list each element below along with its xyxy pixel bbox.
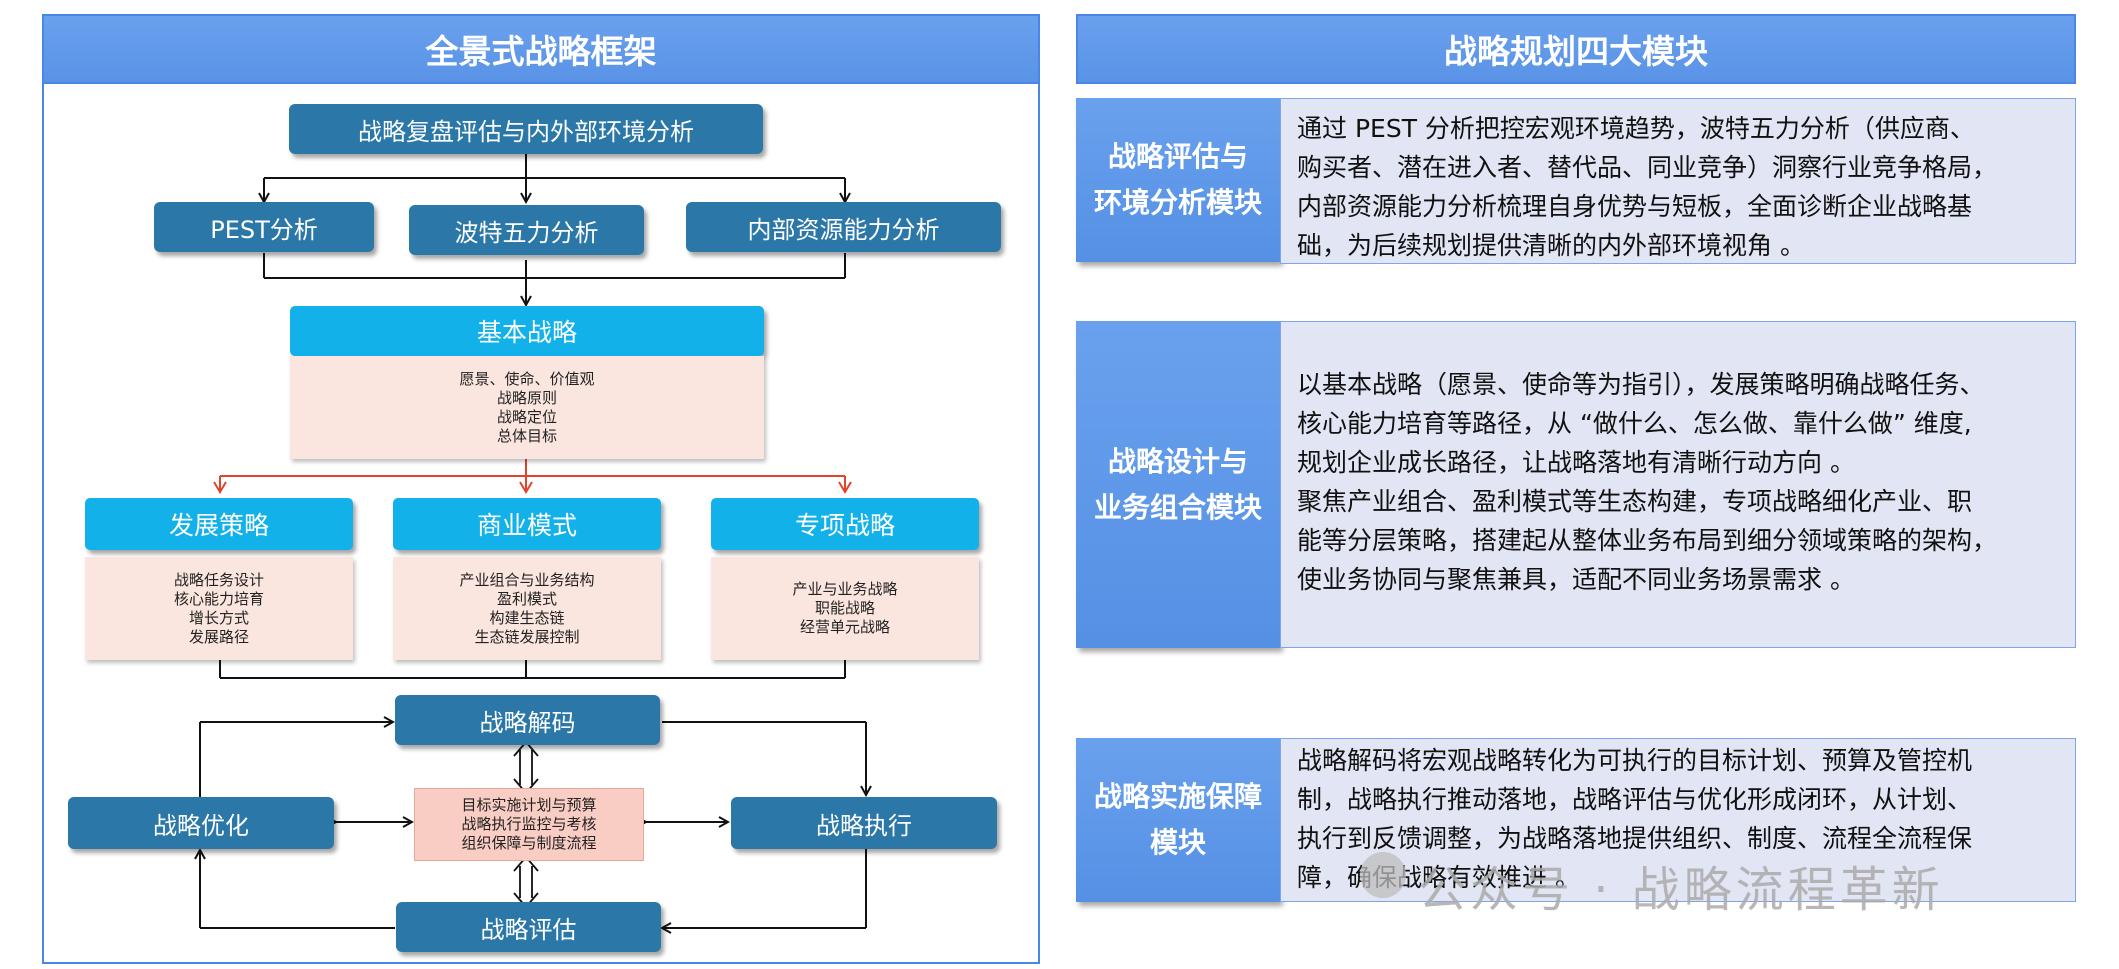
module-text-line: 购买者、潜在进入者、替代品、同业竞争）洞察行业竞争格局，	[1297, 153, 1998, 182]
module-text-line: 础，为后续规划提供清晰的内外部环境视角 。	[1297, 231, 1805, 260]
internal-resources-box: 内部资源能力分析	[686, 202, 1001, 252]
module-text-line: 通过 PEST 分析把控宏观环境趋势，波特五力分析（供应商、	[1297, 114, 1975, 143]
strategy-item: 盈利模式	[496, 589, 557, 608]
strategy-item: 发展路径	[188, 627, 249, 646]
business-model-header: 商业模式	[393, 498, 661, 550]
module-text-line: 障，确保战略有效推进 。	[1297, 863, 1580, 892]
basic-item: 战略定位	[496, 407, 557, 426]
pest-analysis-box: PEST分析	[154, 202, 374, 252]
modules-title: 战略规划四大模块	[1076, 14, 2076, 84]
special-strategy-header: 专项战略	[711, 498, 979, 550]
strategy-item: 生态链发展控制	[474, 627, 580, 646]
module-text-line: 聚焦产业组合、盈利模式等生态构建，专项战略细化产业、职	[1297, 487, 1973, 516]
module-text-line: 以基本战略（愿景、使命等为指引），发展策略明确战略任务、	[1297, 370, 1985, 399]
development-strategy-content: 战略任务设计 核心能力培育 增长方式 发展路径	[85, 557, 353, 660]
module-text-design: 以基本战略（愿景、使命等为指引），发展策略明确战略任务、 核心能力培育等路径，从…	[1280, 321, 2076, 648]
watermark-text: 公众号 · 战略流程革新	[1418, 862, 1944, 918]
cycle-item: 组织保障与制度流程	[461, 834, 597, 852]
development-strategy-header: 发展策略	[85, 498, 353, 550]
module-label-design: 战略设计与 业务组合模块	[1076, 321, 1280, 648]
module-label-line: 业务组合模块	[1093, 490, 1262, 524]
strategy-item: 产业组合与业务结构	[459, 570, 595, 589]
module-text-line: 内部资源能力分析梳理自身优势与短板，全面诊断企业战略基	[1297, 192, 1973, 221]
business-model-content: 产业组合与业务结构 盈利模式 构建生态链 生态链发展控制	[393, 557, 661, 660]
module-label-line: 战略实施保障	[1093, 780, 1262, 813]
strategy-execute-box: 战略执行	[731, 797, 997, 849]
review-analysis-box: 战略复盘评估与内外部环境分析	[289, 104, 763, 154]
strategy-decode-box: 战略解码	[395, 695, 660, 745]
module-text-line: 核心能力培育等路径，从 “做什么、怎么做、靠什么做” 维度,	[1297, 409, 1972, 438]
module-label-implementation: 战略实施保障 模块	[1076, 738, 1280, 902]
module-label-line: 战略评估与	[1107, 140, 1248, 173]
porter-five-forces-box: 波特五力分析	[409, 205, 644, 255]
basic-item: 战略原则	[496, 388, 557, 407]
basic-item: 愿景、使命、价值观	[459, 369, 595, 388]
cycle-center-box: 目标实施计划与预算 战略执行监控与考核 组织保障与制度流程	[414, 788, 644, 861]
module-text-assessment: 通过 PEST 分析把控宏观环境趋势，波特五力分析（供应商、 购买者、潜在进入者…	[1280, 98, 2076, 264]
strategy-item: 职能战略	[814, 599, 875, 617]
basic-strategy-header: 基本战略	[290, 306, 764, 356]
strategy-optimize-box: 战略优化	[68, 797, 334, 849]
module-text-line: 战略解码将宏观战略转化为可执行的目标计划、预算及管控机	[1297, 746, 1973, 775]
cycle-item: 战略执行监控与考核	[461, 815, 597, 833]
strategy-item: 战略任务设计	[173, 570, 264, 589]
module-label-line: 模块	[1149, 826, 1206, 859]
wechat-icon	[1360, 852, 1406, 898]
module-text-line: 能等分层策略，搭建起从整体业务布局到细分领域策略的架构，	[1297, 526, 1998, 555]
module-text-line: 执行到反馈调整，为战略落地提供组织、制度、流程全流程保	[1297, 824, 1973, 853]
module-text-line: 使业务协同与聚焦兼具，适配不同业务场景需求 。	[1297, 565, 1855, 594]
module-label-assessment: 战略评估与 环境分析模块	[1076, 98, 1280, 262]
special-strategy-content: 产业与业务战略 职能战略 经营单元战略	[711, 557, 979, 660]
strategy-item: 增长方式	[188, 608, 249, 627]
cycle-item: 目标实施计划与预算	[461, 796, 597, 814]
basic-strategy-content: 愿景、使命、价值观 战略原则 战略定位 总体目标	[290, 356, 764, 459]
framework-title: 全景式战略框架	[42, 14, 1040, 84]
module-label-line: 环境分析模块	[1093, 186, 1262, 219]
strategy-item: 核心能力培育	[173, 589, 264, 608]
module-text-line: 规划企业成长路径，让战略落地有清晰行动方向 。	[1297, 448, 1855, 477]
strategy-evaluate-box: 战略评估	[396, 902, 661, 952]
module-text-implementation: 战略解码将宏观战略转化为可执行的目标计划、预算及管控机 制，战略执行推动落地，战…	[1280, 738, 2076, 902]
strategy-item: 产业与业务战略	[792, 580, 898, 598]
module-text-line: 制，战略执行推动落地，战略评估与优化形成闭环，从计划、	[1297, 785, 1973, 814]
basic-item: 总体目标	[496, 426, 557, 445]
strategy-item: 经营单元战略	[799, 618, 890, 636]
strategy-item: 构建生态链	[489, 608, 565, 627]
module-label-line: 战略设计与	[1107, 444, 1248, 478]
